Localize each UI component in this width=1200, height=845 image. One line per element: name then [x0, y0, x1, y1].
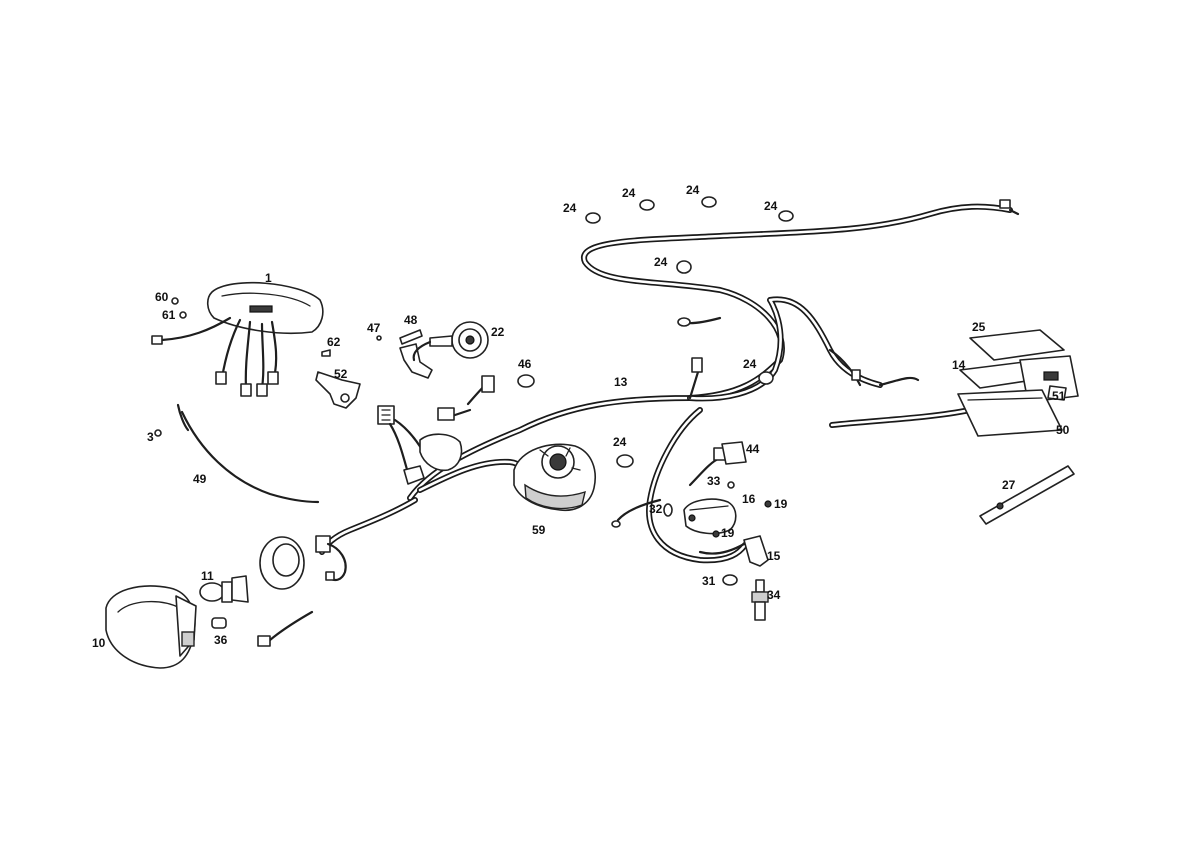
handlebar-switch [513, 443, 596, 512]
wire-tie [778, 210, 794, 222]
handlebar-connectors [377, 405, 463, 485]
wire-tie [639, 199, 655, 211]
callout-33: 33 [707, 474, 721, 488]
screw-3 [154, 429, 162, 437]
callout-14: 14 [952, 358, 966, 372]
callout-60: 60 [155, 290, 169, 304]
battery-assembly [957, 329, 1079, 437]
main-wiring-harness [319, 203, 1013, 564]
callout-19: 19 [721, 526, 735, 540]
wire-tie [676, 260, 692, 274]
cable-49 [180, 410, 320, 504]
callout-24: 24 [686, 183, 700, 197]
horn [412, 321, 489, 362]
wire-tie [758, 371, 774, 385]
harness-connector [691, 357, 703, 373]
callout-47: 47 [367, 321, 381, 335]
callout-1: 1 [265, 271, 272, 285]
callout-24: 24 [654, 255, 668, 269]
callout-24: 24 [622, 186, 636, 200]
spark-plug-cap [698, 535, 769, 567]
reflector-ring [259, 536, 305, 590]
callout-13: 13 [614, 375, 628, 389]
wire-tie [517, 374, 535, 388]
wire-ties [517, 196, 794, 468]
harness-plug [481, 375, 495, 393]
callout-44: 44 [746, 442, 760, 456]
callout-25: 25 [972, 320, 986, 334]
screw-33 [727, 481, 735, 489]
spark-plug [751, 579, 769, 621]
ignition-coil [683, 498, 737, 535]
callout-10: 10 [92, 636, 106, 650]
battery-strap [979, 465, 1075, 525]
nut-19 [764, 500, 772, 508]
wire-tie [701, 196, 717, 208]
rear-connector [999, 199, 1011, 209]
callout-31: 31 [702, 574, 716, 588]
cdi-unit [721, 441, 747, 465]
clamp-31 [722, 574, 738, 586]
connector-32 [663, 503, 673, 517]
clip-48 [399, 329, 423, 345]
callout-22: 22 [491, 325, 505, 339]
callout-49: 49 [193, 472, 207, 486]
bulb-60 [171, 297, 179, 305]
callout-27: 27 [1002, 478, 1016, 492]
callout-50: 50 [1056, 423, 1070, 437]
bulb-61 [179, 311, 187, 319]
callout-61: 61 [162, 308, 176, 322]
callout-51: 51 [1052, 389, 1066, 403]
nut-19 [712, 530, 720, 538]
callout-59: 59 [532, 523, 546, 537]
callout-34: 34 [767, 588, 781, 602]
instrument-panel [151, 281, 324, 397]
callout-46: 46 [518, 357, 532, 371]
callout-19: 19 [774, 497, 788, 511]
battery-cover [969, 329, 1065, 361]
headlight [105, 585, 197, 669]
fuse-holder [1047, 385, 1067, 401]
callout-15: 15 [767, 549, 781, 563]
callout-11: 11 [201, 569, 214, 583]
parking-bulb [211, 617, 227, 629]
headlight-bulb [199, 575, 249, 603]
callout-36: 36 [214, 633, 228, 647]
callout-3: 3 [147, 430, 154, 444]
battery-tray [957, 389, 1063, 437]
callout-24: 24 [743, 357, 757, 371]
callout-48: 48 [404, 313, 418, 327]
wire-tie [616, 454, 634, 468]
callout-16: 16 [742, 492, 756, 506]
callout-24: 24 [563, 201, 577, 215]
bulb-socket-wire [257, 535, 347, 647]
wire-tie [585, 212, 601, 224]
clip-62 [321, 349, 331, 357]
callout-24: 24 [764, 199, 778, 213]
callout-24: 24 [613, 435, 627, 449]
screw-47 [376, 335, 382, 341]
callout-52: 52 [334, 367, 348, 381]
callout-32: 32 [649, 502, 663, 516]
callout-62: 62 [327, 335, 341, 349]
relay-bracket [399, 343, 433, 379]
